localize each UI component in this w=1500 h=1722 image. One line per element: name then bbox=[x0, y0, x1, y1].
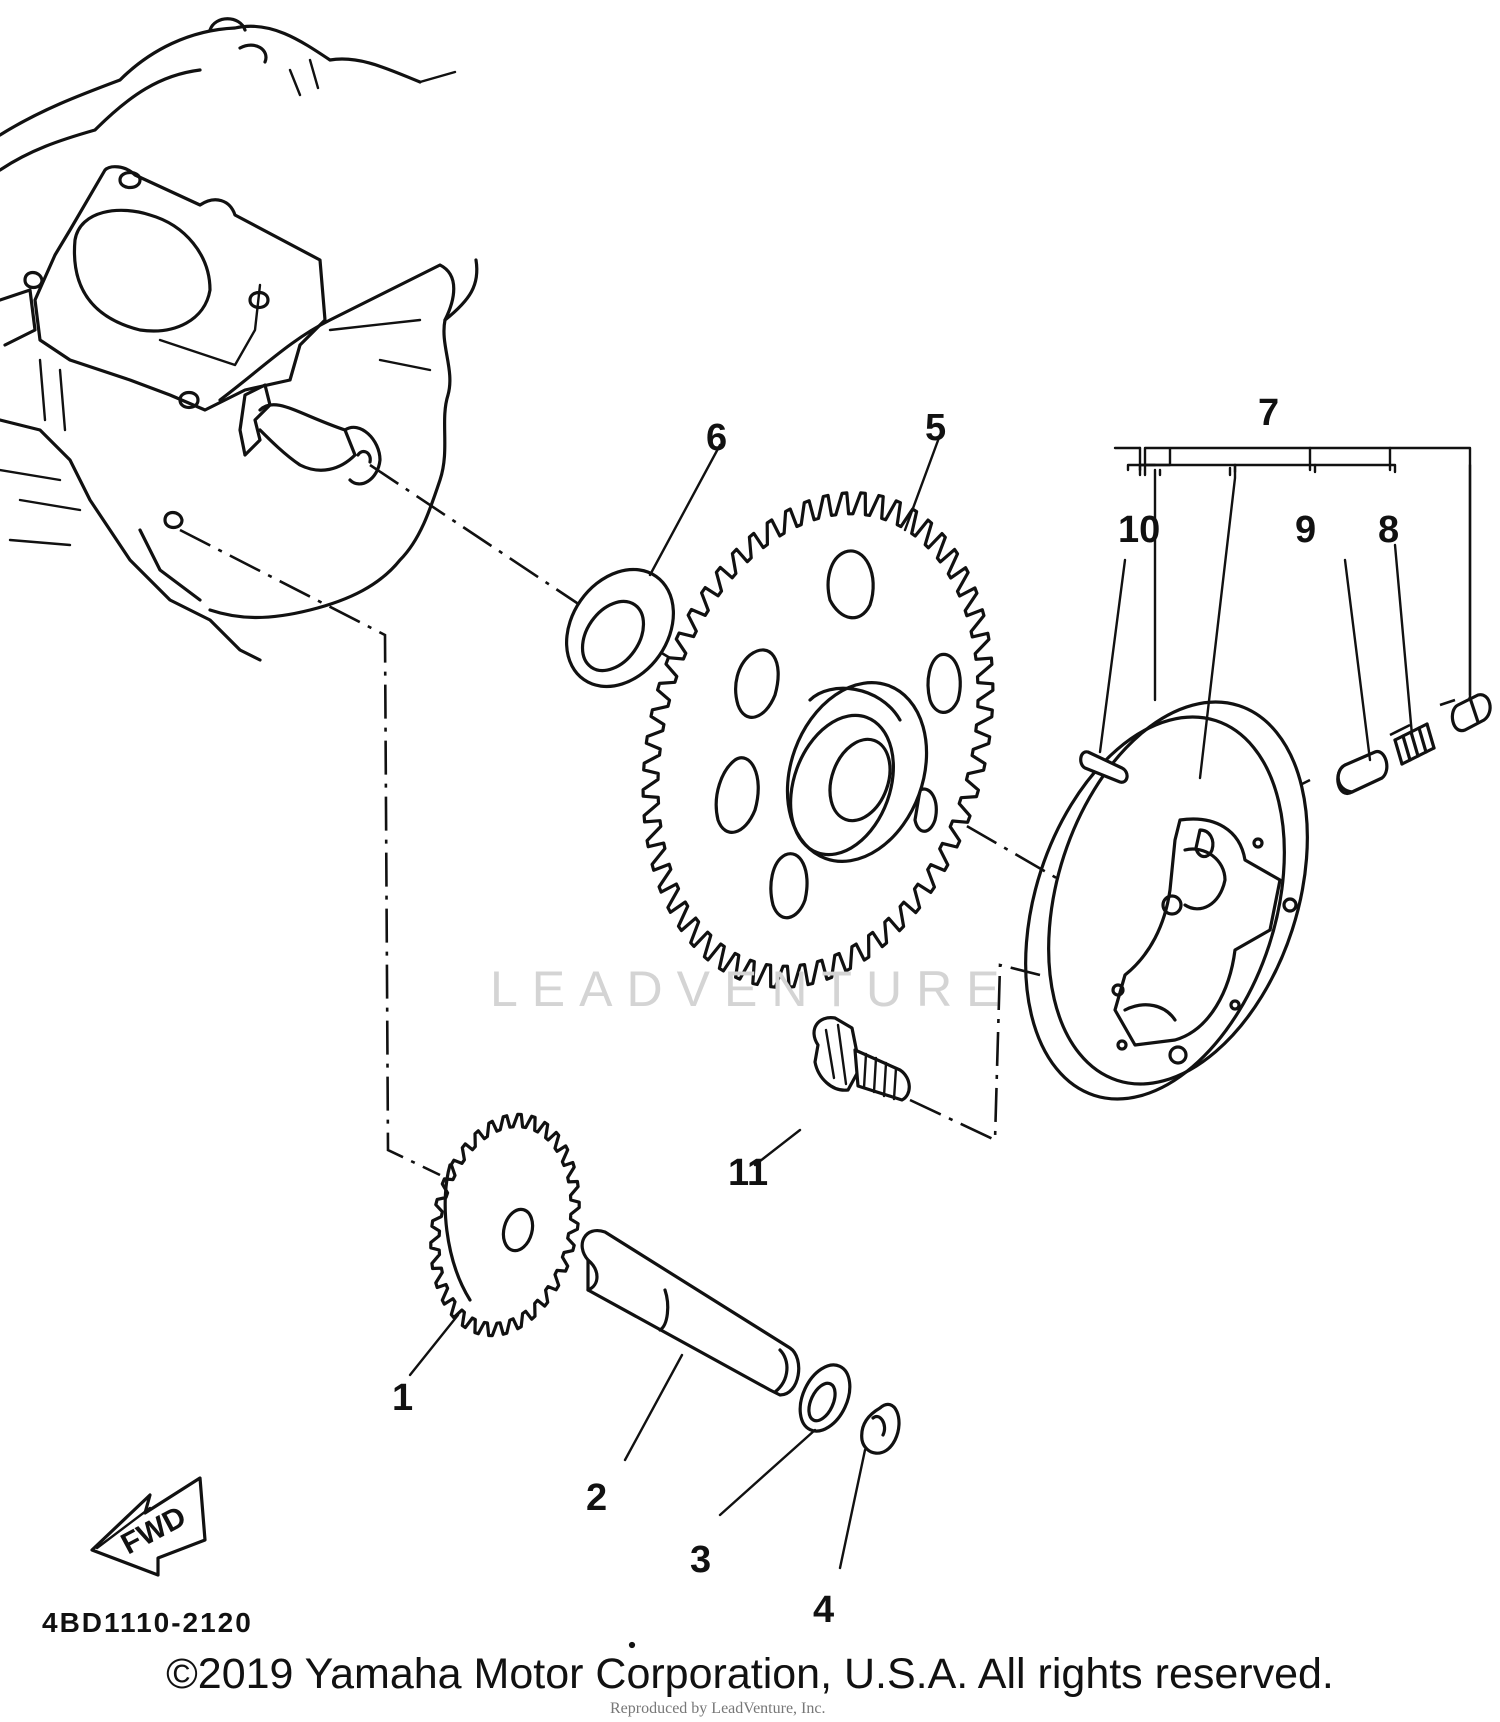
starter-wheel-gear-part-5 bbox=[641, 491, 995, 989]
bolt-part-11 bbox=[812, 1016, 911, 1102]
callout-5: 5 bbox=[925, 407, 946, 449]
leader-lines bbox=[408, 433, 1472, 1570]
idle-gear-part-1 bbox=[429, 1112, 581, 1338]
callout-7: 7 bbox=[1258, 392, 1279, 434]
circlip-part-4 bbox=[860, 1402, 901, 1455]
callout-10: 10 bbox=[1118, 509, 1160, 551]
clutch-small-parts bbox=[1079, 693, 1492, 795]
engine-crankcase bbox=[0, 17, 479, 662]
watermark-text: LEADVENTURE bbox=[490, 961, 1014, 1017]
callout-11: 11 bbox=[728, 1152, 768, 1194]
callout-6: 6 bbox=[706, 417, 727, 459]
starter-clutch-part-7 bbox=[1024, 700, 1309, 1101]
callout-2: 2 bbox=[586, 1477, 607, 1519]
fwd-arrow-icon: FWD bbox=[90, 1476, 207, 1577]
callout-1: 1 bbox=[392, 1377, 413, 1419]
copyright-notice: ©2019 Yamaha Motor Corporation, U.S.A. A… bbox=[166, 1650, 1334, 1698]
shaft-part-2 bbox=[580, 1228, 801, 1397]
reproduced-note: Reproduced by LeadVenture, Inc. bbox=[610, 1700, 826, 1717]
part-code: 4BD1110-2120 bbox=[42, 1607, 253, 1638]
callout-4: 4 bbox=[813, 1589, 834, 1631]
washer-part-6 bbox=[564, 567, 676, 689]
callout-8: 8 bbox=[1378, 509, 1399, 551]
washer-part-3 bbox=[798, 1363, 852, 1433]
callout-9: 9 bbox=[1295, 509, 1316, 551]
callout-3: 3 bbox=[690, 1539, 711, 1581]
callout-numbers: 1 2 3 4 5 6 7 8 9 10 11 bbox=[392, 392, 1399, 1631]
